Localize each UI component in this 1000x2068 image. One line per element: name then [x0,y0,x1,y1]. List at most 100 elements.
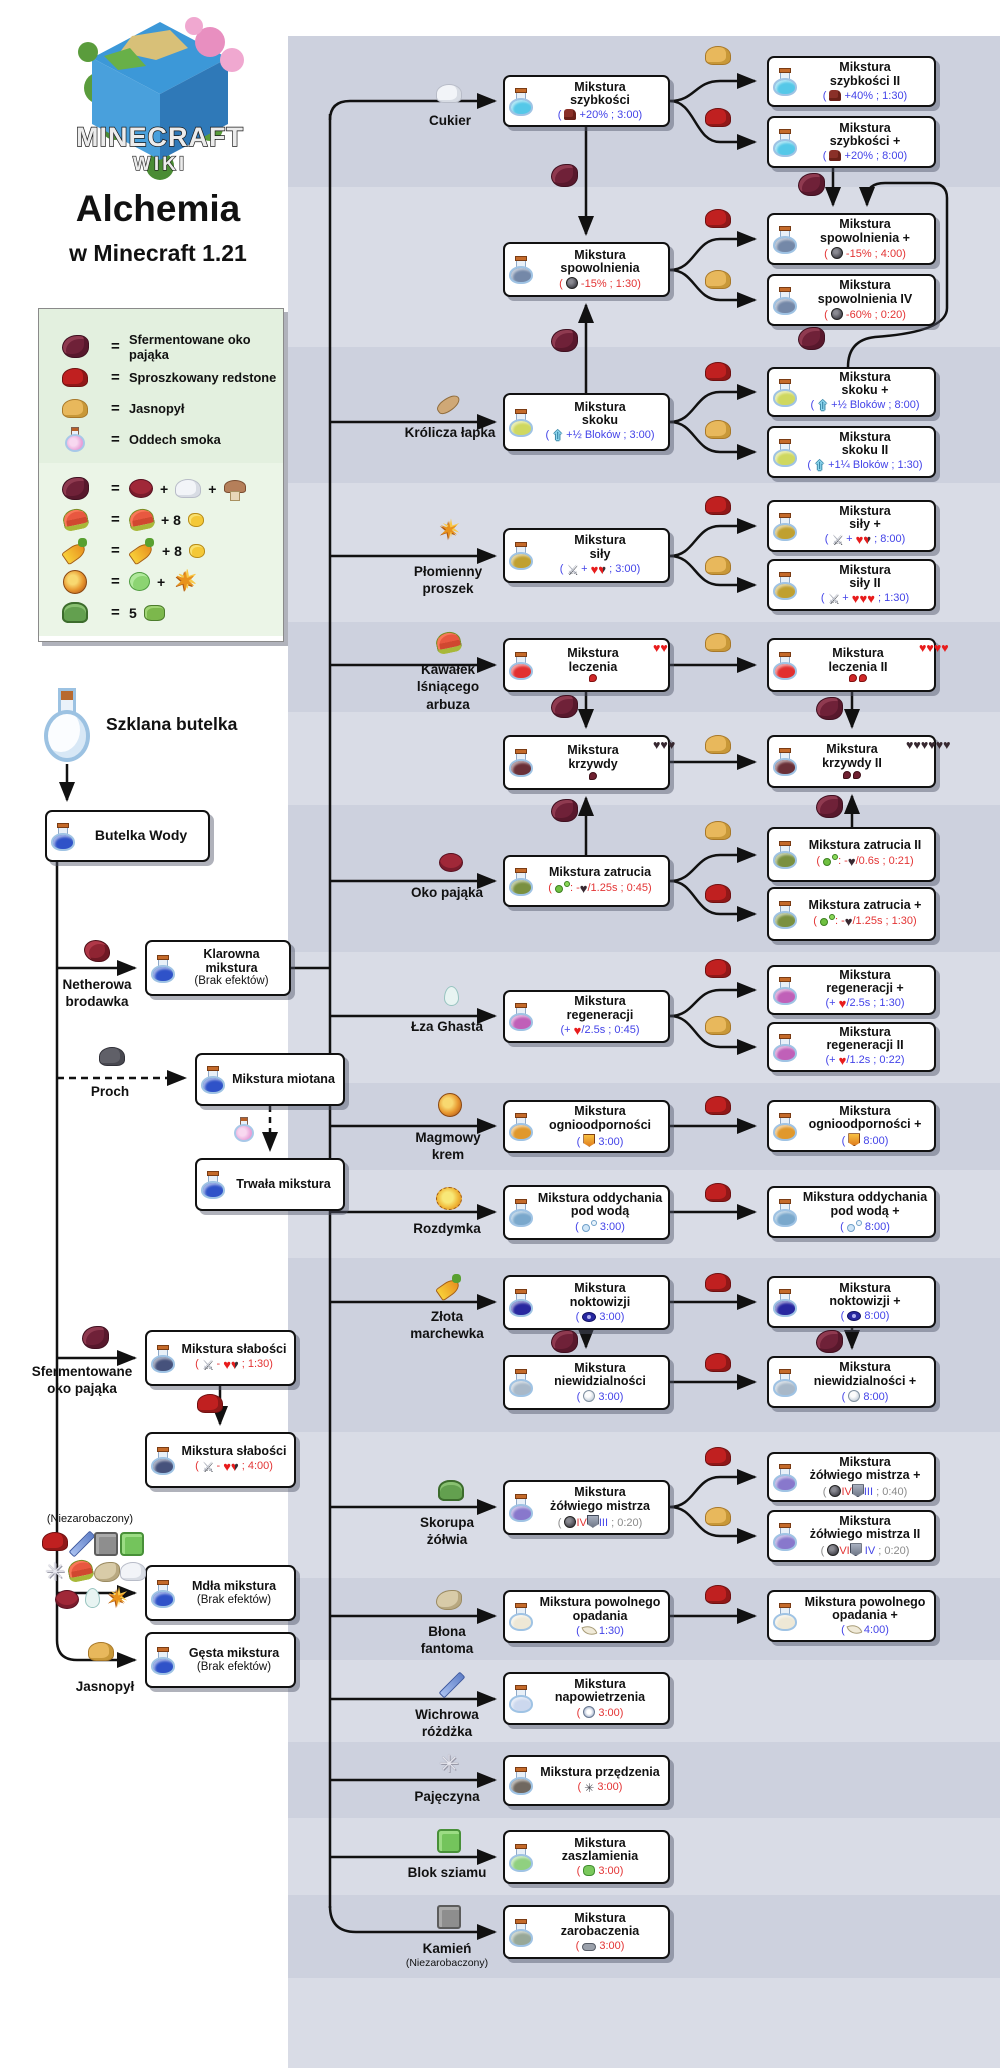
drop-icon [859,674,867,683]
breeze-icon [68,1530,94,1561]
node-przedzenia: Mikstura przędzenia( 3:00) [503,1755,670,1806]
node-title: Mikstura [839,1360,891,1375]
fermented-eye-icon [61,335,89,358]
instant-effect-drops [536,674,650,683]
glassbottle-icon [44,688,90,767]
node-title: zaszlamienia [561,1849,639,1864]
glowstone-icon [705,821,731,845]
sugar-icon [175,479,202,498]
node-effect: ( +20% ; 3:00) [536,109,664,121]
potion-icon [773,900,797,929]
ball-icon [564,1515,577,1528]
node-effect: ( 3:00) [536,1220,664,1233]
effect-text: : - [835,914,845,927]
node-title: Mdła mikstura [191,1578,277,1593]
redstone-icon [705,1585,731,1609]
potion-icon [773,976,797,1005]
node-effect: ( 1:30) [536,1622,664,1638]
sugar-icon [436,84,462,108]
hearts-indicator: ♥♥♥ [653,738,675,752]
node-title: Mikstura [574,1104,626,1119]
heart-icon: ♥ [660,738,668,752]
node-effect: ( -60% ; 0:20) [800,307,930,321]
effect-text: 3:00) [595,1391,624,1404]
effect-text: ( [548,881,555,894]
node-title: Mikstura [567,645,619,660]
node-effect: ( -15% ; 1:30) [536,277,664,290]
shield-fire-icon [848,1133,861,1147]
effect-text: III [598,1516,609,1529]
node-effect: ( +½ Bloków ; 8:00) [800,399,930,413]
effect-text: IV [861,1545,876,1558]
potion-icon [773,225,797,254]
heart-dark-icon [580,882,588,896]
effect-text: /0.6s ; 0:21) [855,855,914,868]
node-title: Mikstura [839,217,891,232]
node-effect: ( + ; 3:00) [536,562,664,578]
effect-text: -15% ; 4:00) [842,247,906,260]
redstone-icon [705,496,731,520]
wind-icon [583,1706,596,1719]
page-title: Alchemia [75,188,241,229]
slimeblock-icon [120,1532,144,1561]
gunpowder-icon [99,1047,125,1071]
potion-icon [509,408,533,437]
legend: =Sfermentowane oko pająka=Sproszkowany r… [38,308,284,642]
recipe-parts: + 8 [129,537,205,564]
potion-icon [509,87,533,116]
node-title: regeneracji + [826,981,904,996]
stone-icon [94,1532,118,1561]
effect-text: ( [840,1220,847,1233]
redstone-icon [705,1273,731,1297]
effect-text: ( [813,914,820,927]
effect-text: ( [824,533,832,546]
effect-text: ( [822,1486,830,1499]
blaze-icon [104,1586,130,1612]
jump-icon [814,459,825,473]
node-mikstura-miotana: Mikstura miotana [195,1053,345,1106]
node-effect: ( 3:00) [536,1311,664,1323]
ingredient-label: Królicza łapka [404,425,496,440]
membrane-icon [436,1590,462,1615]
drop-icon [849,674,857,683]
instant-effect-drops [536,771,650,781]
bubbles-blue-icon [581,1220,597,1233]
fermented-eye-icon [816,795,843,823]
heart-icon [223,1358,231,1372]
blaze-icon [436,518,462,544]
effect-text: 3:00) [595,1707,624,1720]
ghast-tear-icon [444,986,459,1011]
effect-text: /1.25s ; 0:45) [587,881,652,894]
ingredient-label: Łza Ghasta [410,1019,484,1034]
effect-text: ( [557,1516,565,1529]
node-title: Gęsta mikstura [188,1645,280,1660]
node-title: Mikstura [839,503,891,518]
potion-icon [773,128,797,157]
effect-text: ( [559,562,567,575]
effect-text: 1:30) [595,1624,624,1637]
effect-text: ( [824,247,831,260]
node-title: pod wodą [570,1204,630,1219]
node-title: spowolnienia [560,261,640,276]
effect-text: ( [576,1707,584,1720]
ingredient-label: Cukier [428,113,472,128]
legend-item: =Sfermentowane oko pająka [39,331,283,362]
heart-icon: ♥ [660,641,668,655]
node-title: Mikstura powolnego [804,1594,926,1609]
bubbles-green-icon [555,880,570,893]
recipe-text: + 8 [161,511,181,528]
node-title: spowolnienia IV [817,291,913,306]
node-effect: ( + ; 1:30) [800,592,930,606]
